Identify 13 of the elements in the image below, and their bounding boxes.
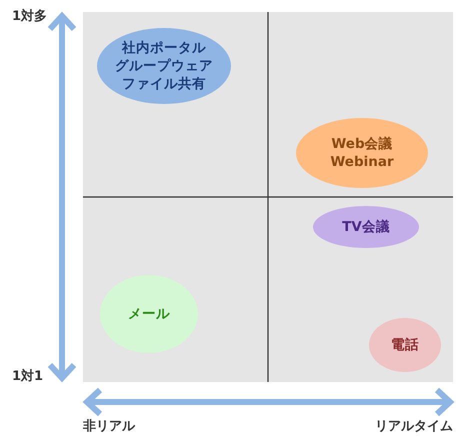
- category-ellipse: [296, 118, 428, 188]
- axis-label: リアルタイム: [375, 419, 453, 435]
- axis-label: 非リアル: [83, 419, 135, 435]
- category-ellipse: [97, 28, 231, 104]
- node-label: 社内ポータルグループウェアファイル共有: [114, 39, 214, 93]
- category-ellipse: [313, 206, 419, 248]
- axis-label: 1対1: [12, 369, 44, 385]
- node-label: 電話: [391, 336, 419, 354]
- category-ellipse: [369, 318, 441, 372]
- node-label: TV会議: [342, 218, 390, 236]
- node-label: メール: [128, 305, 170, 323]
- node-label: Web会議 Webinar: [329, 135, 395, 171]
- axis-label: 1対多: [12, 9, 48, 25]
